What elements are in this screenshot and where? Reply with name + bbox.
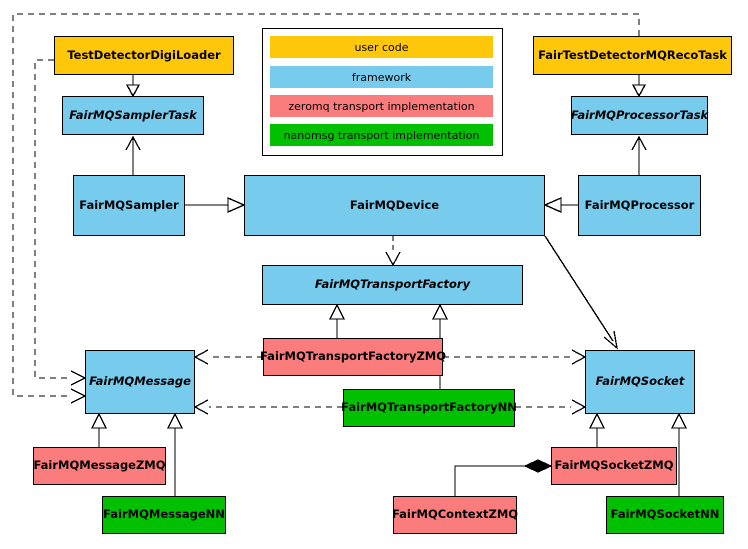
class-node-FairMQDevice[interactable]: FairMQDevice [244, 175, 545, 236]
class-node-FairMQSocketZMQ[interactable]: FairMQSocketZMQ [551, 447, 677, 485]
legend-item-label: nanomsg transport implementation [283, 128, 480, 142]
class-node-label: FairMQTransportFactoryZMQ [260, 349, 447, 364]
edge-dependency-device-to-transportfactory [385, 236, 401, 267]
class-node-FairMQMessageNN[interactable]: FairMQMessageNN [102, 496, 226, 534]
class-node-label: FairMQContextZMQ [391, 507, 519, 522]
edge-association-device-to-socket [544, 235, 618, 350]
class-node-FairMQSocketNN[interactable]: FairMQSocketNN [606, 496, 724, 534]
edge-generalization-sampler-to-device [185, 196, 246, 214]
class-node-label: FairMQSocketNN [610, 507, 720, 522]
class-node-label: FairMQSocket [595, 374, 685, 389]
class-node-label: FairMQProcessor [584, 197, 695, 212]
class-node-FairMQSamplerTask[interactable]: FairMQSamplerTask [62, 96, 204, 135]
class-node-FairTestDetectorMQRecoTask[interactable]: FairTestDetectorMQRecoTask [533, 36, 732, 75]
legend-item-label: framework [351, 70, 412, 84]
edge-composition-socketzmq-to-contextzmq [454, 459, 553, 496]
class-node-label: FairMQTransportFactoryNN [341, 400, 517, 415]
class-node-label: FairMQSocketZMQ [554, 458, 674, 473]
edge-association-processor-to-processortask [631, 135, 647, 175]
edge-generalization-recotask-to-processortask [631, 75, 647, 98]
class-node-FairMQTransportFactoryNN[interactable]: FairMQTransportFactoryNN [341, 389, 517, 427]
edge-dependency-factoryzmq-to-socket [443, 349, 587, 365]
class-node-label: FairMQMessage [89, 374, 191, 389]
edge-dependency-factorynn-to-message [193, 399, 343, 415]
class-node-FairMQMessageZMQ[interactable]: FairMQMessageZMQ [33, 447, 166, 485]
class-node-FairMQTransportFactoryZMQ[interactable]: FairMQTransportFactoryZMQ [260, 338, 447, 376]
edge-generalization-socketnn-to-socket [670, 412, 688, 496]
class-node-label: FairMQDevice [349, 197, 440, 212]
edge-generalization-messagenn-to-message [166, 412, 184, 496]
class-node-label: FairTestDetectorMQRecoTask [538, 47, 727, 62]
class-node-FairMQMessage[interactable]: FairMQMessage [85, 350, 195, 414]
class-node-label: FairMQSampler [79, 197, 179, 212]
edge-association-sampler-to-samplertask [125, 135, 141, 175]
edge-generalization-socketzmq-to-socket [588, 412, 606, 447]
class-node-FairMQTransportFactory[interactable]: FairMQTransportFactory [262, 265, 523, 305]
edge-dependency-factoryzmq-to-message [193, 349, 263, 365]
legend-item-2: zeromq transport implementation [270, 95, 493, 117]
legend-item-0: user code [270, 36, 493, 58]
legend-item-1: framework [270, 66, 493, 88]
class-node-label: FairMQSamplerTask [69, 107, 197, 122]
class-node-FairMQContextZMQ[interactable]: FairMQContextZMQ [391, 496, 519, 534]
class-node-TestDetectorDigiLoader[interactable]: TestDetectorDigiLoader [54, 36, 234, 75]
legend-item-label: zeromq transport implementation [288, 99, 475, 113]
class-node-label: TestDetectorDigiLoader [67, 47, 221, 62]
class-node-label: FairMQMessageZMQ [33, 458, 166, 473]
edge-generalization-messagezmq-to-message [90, 412, 108, 447]
legend-item-3: nanomsg transport implementation [270, 124, 493, 146]
class-node-label: FairMQTransportFactory [314, 277, 471, 292]
edge-generalization-digiloader-to-samplertask [125, 75, 141, 98]
class-node-FairMQProcessorTask[interactable]: FairMQProcessorTask [571, 96, 708, 135]
class-node-label: FairMQProcessorTask [570, 107, 709, 122]
class-node-FairMQSocket[interactable]: FairMQSocket [585, 350, 695, 414]
edge-generalization-factoryzmq-to-factory [328, 303, 346, 338]
class-node-FairMQProcessor[interactable]: FairMQProcessor [578, 175, 701, 236]
class-node-FairMQSampler[interactable]: FairMQSampler [73, 175, 185, 236]
edge-generalization-processor-to-device [543, 196, 578, 214]
class-node-label: FairMQMessageNN [103, 507, 225, 522]
legend-item-label: user code [354, 40, 409, 54]
edge-dependency-factorynn-to-socket [515, 399, 587, 415]
